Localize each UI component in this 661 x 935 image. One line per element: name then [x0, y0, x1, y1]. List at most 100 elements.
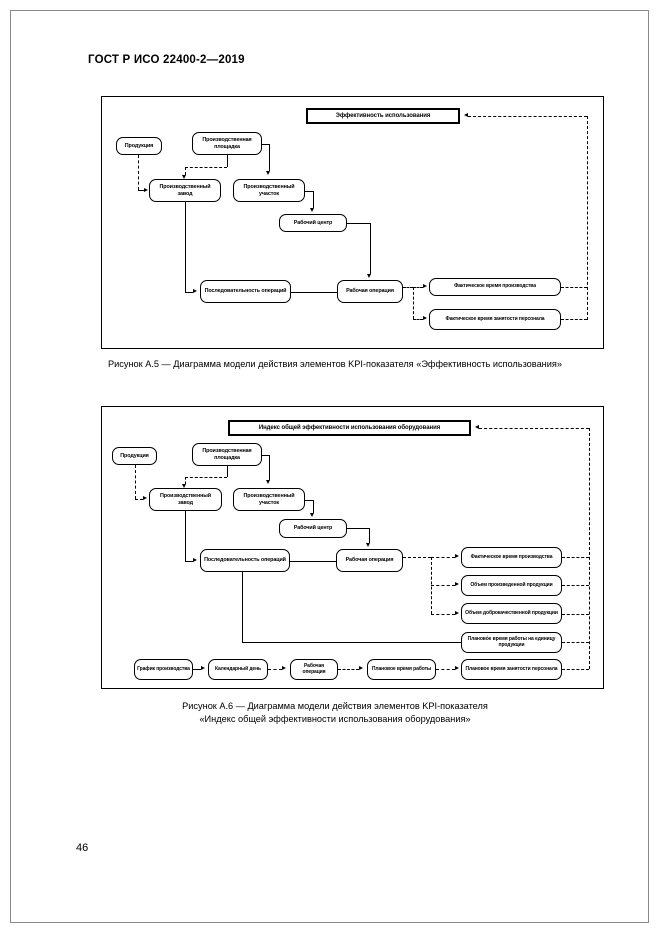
connector-site-to-area-v-a6	[269, 455, 270, 480]
kpi-title-box-a5: Эффективность использования	[306, 108, 460, 124]
node-operation-sequence-a6[interactable]: Последовательность операций	[200, 549, 290, 572]
connector-seq-down-a6	[242, 572, 243, 642]
connector-area-to-wc-v-a6	[313, 500, 314, 513]
node-production-plant-a6[interactable]: Производственный завод	[149, 488, 222, 511]
arrowhead-workcenter-to-operation	[367, 274, 372, 278]
figure-caption-a5: Рисунок А.5 — Диаграмма модели действия …	[108, 359, 562, 369]
return-planned-unit-h	[562, 642, 589, 643]
return-apt-h	[561, 287, 587, 288]
connector-product-right-a6	[135, 499, 143, 500]
node-product[interactable]: Продукция	[116, 137, 162, 155]
arrowhead-area-to-workcenter	[310, 208, 315, 212]
connector-site-to-plant-h	[185, 167, 227, 168]
node-planned-time-per-unit[interactable]: Планово́е время работы на единицу продук…	[461, 632, 562, 653]
document-header: ГОСТ Р ИСО 22400-2—2019	[88, 54, 245, 66]
connector-area-right	[305, 191, 313, 192]
arrowhead-day-to-operation	[282, 666, 286, 671]
connector-op-branch-v	[413, 287, 414, 319]
arrowhead-site-to-plant-a6	[182, 484, 187, 488]
connector-site-right	[262, 144, 269, 145]
connector-product-down-a6	[135, 465, 136, 499]
return-appt-h	[561, 319, 587, 320]
connector-op-out	[403, 287, 413, 288]
page-number: 46	[76, 842, 89, 854]
connector-wc-right-a6	[347, 528, 369, 529]
connector-site-to-plant-h-a6	[185, 477, 227, 478]
connector-planned-time-to-personnel	[436, 669, 455, 670]
diagram-a5: Эффективность использования Продукция Пр…	[102, 97, 603, 348]
figure-caption-a6-line2: «Индекс общей эффективности использовани…	[199, 714, 471, 725]
arrowhead-to-actual-personnel-time	[423, 316, 427, 321]
figure-caption-a6-line1: Рисунок А.6 — Диаграмма модели действия …	[182, 701, 488, 711]
return-good-h	[562, 614, 589, 615]
return-personnel-h	[562, 669, 589, 670]
arrowhead-to-actual-production-time-a6	[455, 554, 459, 559]
node-planned-work-time[interactable]: Плановое время работы	[367, 659, 436, 680]
node-calendar-day[interactable]: Календарный день	[208, 659, 268, 680]
node-work-operation-a6[interactable]: Рабочая операция	[336, 549, 403, 572]
connector-product-down	[138, 155, 139, 190]
arrowhead-workcenter-to-operation-a6	[366, 543, 371, 547]
arrowhead-site-to-area	[266, 171, 271, 175]
connector-site-to-plant-v-a6	[185, 477, 186, 484]
arrowhead-plant-to-sequence-a6	[193, 558, 197, 563]
connector-site-down	[227, 155, 228, 167]
node-production-area[interactable]: Производственный участок	[233, 179, 305, 202]
connector-wc-to-op-v	[370, 223, 371, 274]
node-product-a6[interactable]: Продукция	[112, 447, 157, 465]
connector-operation-to-planned-time	[338, 669, 359, 670]
node-production-site-a6[interactable]: Производственная площадка	[192, 443, 262, 466]
connector-op-to-produced	[431, 585, 455, 586]
connector-plant-down	[185, 202, 186, 292]
connector-site-to-plant-v	[185, 167, 186, 175]
return-top-h	[468, 116, 587, 117]
connector-wc-right	[347, 223, 370, 224]
arrowhead-operation-to-planned-time	[359, 666, 363, 671]
connector-area-to-wc-v	[313, 191, 314, 208]
node-work-operation[interactable]: Рабочая операция	[337, 280, 403, 303]
figure-caption-a6: Рисунок А.6 — Диаграмма модели действия …	[90, 700, 580, 727]
connector-seq-to-planned-unit	[242, 642, 461, 643]
arrowhead-area-to-workcenter-a6	[310, 513, 315, 517]
node-actual-personnel-time[interactable]: Фактическое время занятости персонала	[429, 309, 561, 330]
connector-op-out-a6	[403, 557, 431, 558]
arrowhead-site-to-area-a6	[266, 480, 271, 484]
node-production-site[interactable]: Производственная площадка	[192, 132, 262, 155]
kpi-title-box-a6: Индекс общей эффективности использования…	[228, 420, 471, 436]
node-planned-personnel-time[interactable]: Плановое время занятости персонала	[461, 659, 562, 680]
connector-site-right-a6	[262, 455, 269, 456]
node-production-plant[interactable]: Производственный завод	[149, 179, 221, 202]
node-produced-quantity[interactable]: Объем произведенной продукции	[461, 575, 562, 596]
figure-a5: Эффективность использования Продукция Пр…	[101, 96, 604, 349]
node-good-quantity[interactable]: Объем доброкачественной продукции	[461, 603, 562, 624]
arrowhead-product-to-plant	[144, 187, 148, 192]
arrowhead-return-to-kpi-a5	[464, 113, 468, 118]
arrowhead-planned-time-to-personnel	[455, 666, 459, 671]
connector-sequence-to-operation	[291, 292, 337, 293]
arrowhead-to-actual-production-time	[423, 284, 427, 289]
arrowhead-return-to-kpi-a6	[475, 425, 479, 430]
connector-plant-to-seq-h-a6	[185, 561, 193, 562]
node-actual-production-time[interactable]: Фактическое время производства	[429, 278, 561, 296]
arrowhead-schedule-to-day	[201, 666, 205, 671]
connector-op-to-apt-a6	[431, 557, 455, 558]
connector-op-to-apt	[413, 287, 423, 288]
node-operation-sequence[interactable]: Последовательность операций	[200, 280, 291, 303]
connector-area-right-a6	[305, 500, 313, 501]
return-vertical	[587, 116, 588, 320]
node-work-operation-bottom[interactable]: Рабочая операция	[290, 659, 338, 680]
arrowhead-site-to-plant	[182, 175, 187, 179]
arrowhead-product-to-plant-a6	[143, 496, 147, 501]
return-vertical-a6	[589, 428, 590, 669]
connector-plant-down-a6	[185, 511, 186, 561]
connector-wc-to-op-v-a6	[369, 528, 370, 543]
connector-plant-to-seq-h	[185, 292, 193, 293]
figure-a6: Индекс общей эффективности использования…	[101, 406, 604, 689]
return-produced-h	[562, 585, 589, 586]
node-work-center-a6[interactable]: Рабочий центр	[279, 519, 347, 538]
node-production-schedule[interactable]: График производства	[134, 659, 193, 680]
node-actual-production-time-a6[interactable]: Фактическое время производства	[461, 547, 562, 568]
node-work-center[interactable]: Рабочий центр	[279, 214, 347, 232]
node-production-area-a6[interactable]: Производственный участок	[233, 488, 305, 511]
